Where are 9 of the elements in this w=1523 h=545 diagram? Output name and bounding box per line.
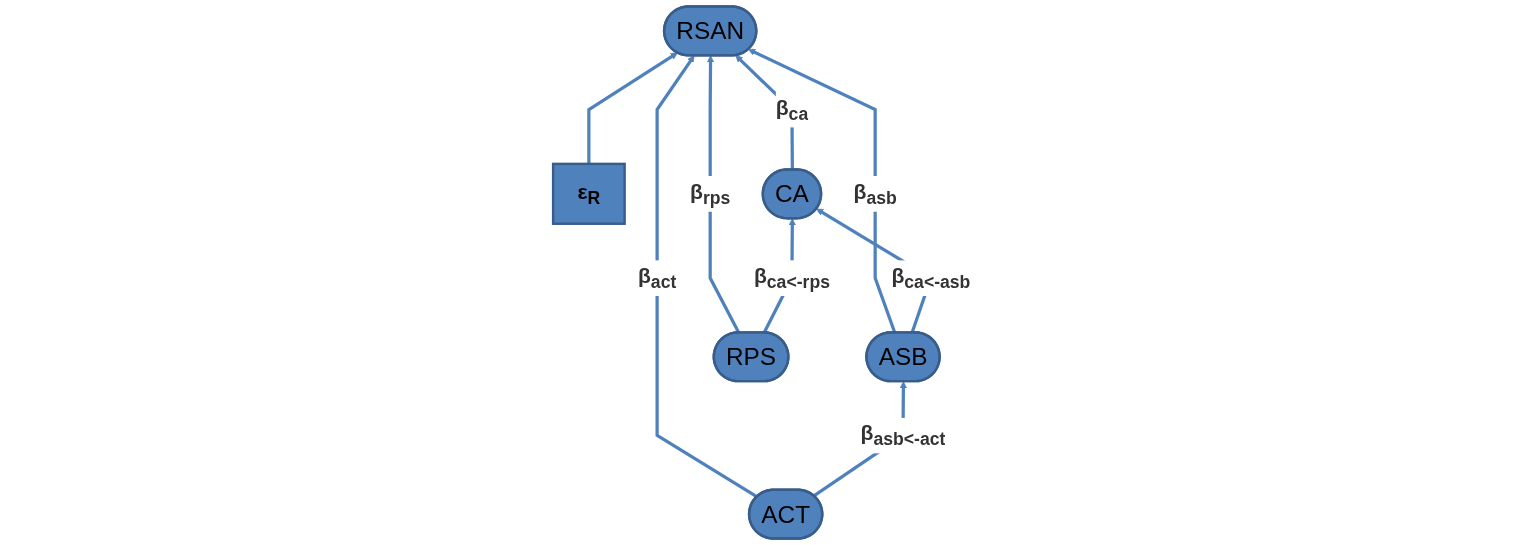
edge-label: β$_{ca<-asb}$ [891,263,971,293]
edge-label: β$_{asb}$ [853,179,897,208]
arrow [587,52,678,164]
edge-label: β$_{asb<-act}$ [860,420,946,450]
edge-label: β$_{act}$ [637,263,677,293]
edge-label: β$_{ca}$ [775,95,808,124]
node-box: ε$_{R}$ [551,162,626,225]
edge-label: β$_{ca<-rps}$ [753,263,830,293]
edge-label: β$_{rps}$ [689,179,731,208]
